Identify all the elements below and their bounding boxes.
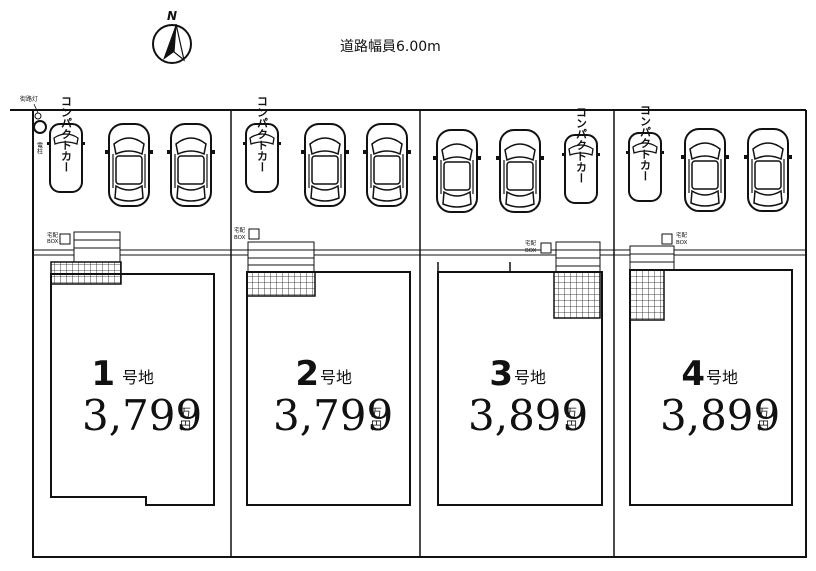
utility-pole-icon: 電柱 (33, 120, 47, 155)
price-unit-top-1: 万 (180, 406, 191, 419)
lot-number-1: 1 (91, 354, 115, 394)
car-1b (166, 123, 216, 207)
compact-car-4: コンパクトカー (625, 105, 665, 202)
porch-2 (246, 271, 316, 297)
lot-3: コンパクトカー 宅配 BOX 3 号地 3,899 万 円 (432, 107, 603, 506)
north-label: N (167, 9, 177, 23)
delivery-box-label-4b: BOX (676, 240, 688, 246)
steps-2 (247, 241, 315, 273)
delivery-box-label-2: 宅配 (234, 226, 246, 234)
delivery-box-3 (540, 242, 552, 254)
lot-4: コンパクトカー 宅配 BOX 4 号地 3,899 万 円 (625, 105, 793, 506)
lot-price-2: 3,799 (273, 391, 393, 440)
compact-car-label: コンパクトカー (575, 107, 588, 184)
lot-2: コンパクトカー 宅配 BOX 2 号地 3,799 万 円 (234, 96, 412, 506)
car-4b (743, 128, 793, 212)
lot-1: コンパクトカー 宅配 BOX 1 号地 3,799 万 円 (46, 96, 216, 506)
delivery-box-label-1: 宅配 (47, 231, 59, 239)
compact-car-2: コンパクトカー (242, 96, 282, 193)
building-2 (246, 271, 411, 506)
compact-car-1: コンパクトカー (46, 96, 86, 193)
street-light-icon: 街路灯 (20, 95, 42, 120)
steps-3 (555, 241, 601, 275)
lot-number-3: 3 (489, 354, 513, 394)
delivery-box-label-1b: BOX (47, 239, 59, 245)
delivery-box-4 (661, 233, 673, 245)
price-unit-bottom-2: 円 (371, 419, 382, 432)
lot-number-4: 4 (681, 354, 705, 394)
road-width-label: 道路幅員6.00m (340, 39, 441, 55)
price-unit-top-4: 万 (758, 406, 769, 419)
compact-car-label: コンパクトカー (256, 96, 269, 173)
delivery-box-label-3b: BOX (525, 248, 537, 254)
price-unit-top-3: 万 (566, 406, 577, 419)
lot-number-2: 2 (295, 354, 319, 394)
price-unit-bottom-1: 円 (180, 419, 191, 432)
delivery-box-label-2b: BOX (234, 235, 246, 241)
price-unit-bottom-3: 円 (566, 419, 577, 432)
north-compass-icon: N (152, 9, 192, 64)
building-1 (50, 273, 215, 506)
lot-price-1: 3,799 (82, 391, 202, 440)
delivery-box-label-4: 宅配 (676, 231, 688, 239)
compact-car-3: コンパクトカー (561, 107, 601, 204)
steps-1 (73, 231, 121, 267)
compact-car-label: コンパクトカー (60, 96, 73, 173)
lot-suffix-3: 号地 (514, 368, 546, 387)
price-unit-bottom-4: 円 (758, 419, 769, 432)
street-light-label: 街路灯 (20, 95, 38, 103)
car-3a (432, 129, 482, 213)
porch-3 (553, 271, 601, 319)
building-4 (629, 269, 793, 506)
car-4a (680, 128, 730, 212)
car-2b (362, 123, 412, 207)
lot-price-3: 3,899 (468, 391, 588, 440)
lot-suffix-1: 号地 (122, 368, 154, 387)
price-unit-top-2: 万 (371, 406, 382, 419)
car-3b (495, 129, 545, 213)
steps-4 (629, 245, 675, 271)
car-1a (104, 123, 154, 207)
compact-car-label: コンパクトカー (639, 105, 652, 182)
lot-suffix-2: 号地 (320, 368, 352, 387)
delivery-box-1 (59, 233, 71, 245)
delivery-box-2 (248, 228, 260, 240)
lot-price-4: 3,899 (660, 391, 780, 440)
building-3 (437, 271, 603, 506)
lot-suffix-4: 号地 (706, 368, 738, 387)
porch-4 (629, 269, 665, 321)
delivery-box-label-3: 宅配 (525, 239, 537, 247)
car-2a (300, 123, 350, 207)
utility-pole-label: 電柱 (36, 142, 43, 155)
